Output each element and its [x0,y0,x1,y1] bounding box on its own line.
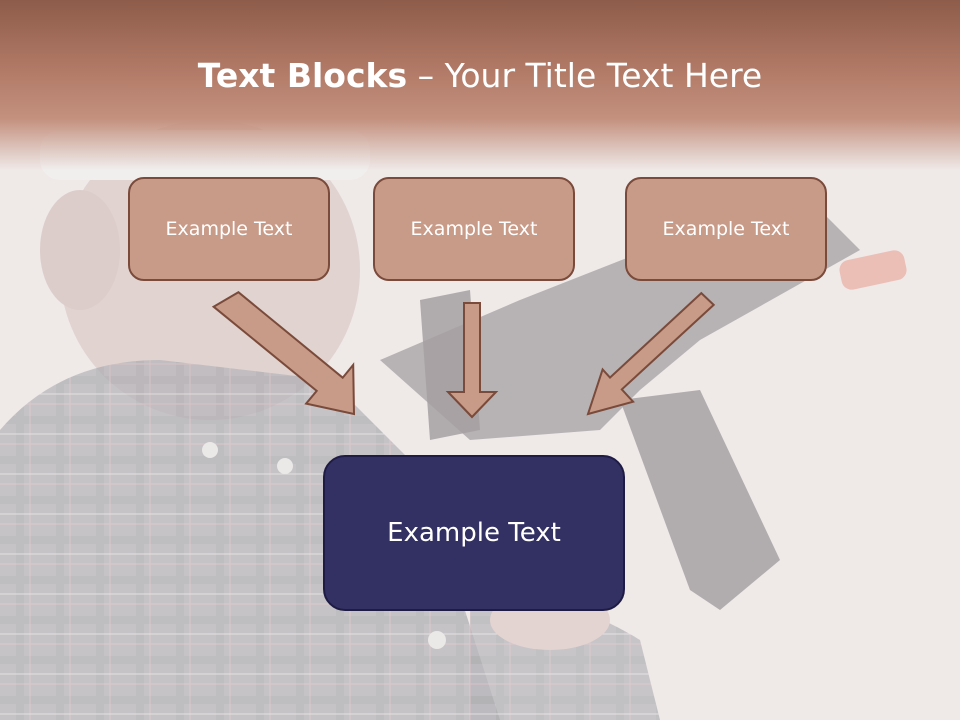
text-block-2: Example Text [373,177,575,281]
text-block-1: Example Text [128,177,330,281]
main-text-block: Example Text [323,455,625,611]
arrow-left [211,290,356,416]
text-block-2-label: Example Text [410,218,538,240]
header-band [0,0,960,170]
text-block-1-label: Example Text [165,218,293,240]
slide-title: Text Blocks – Your Title Text Here [0,54,960,98]
main-text-block-label: Example Text [387,518,561,548]
text-block-3: Example Text [625,177,827,281]
arrow-center [445,302,499,419]
text-block-3-label: Example Text [662,218,790,240]
title-rest: – Your Title Text Here [407,56,763,95]
title-bold: Text Blocks [197,56,408,95]
arrow-right [586,291,716,416]
